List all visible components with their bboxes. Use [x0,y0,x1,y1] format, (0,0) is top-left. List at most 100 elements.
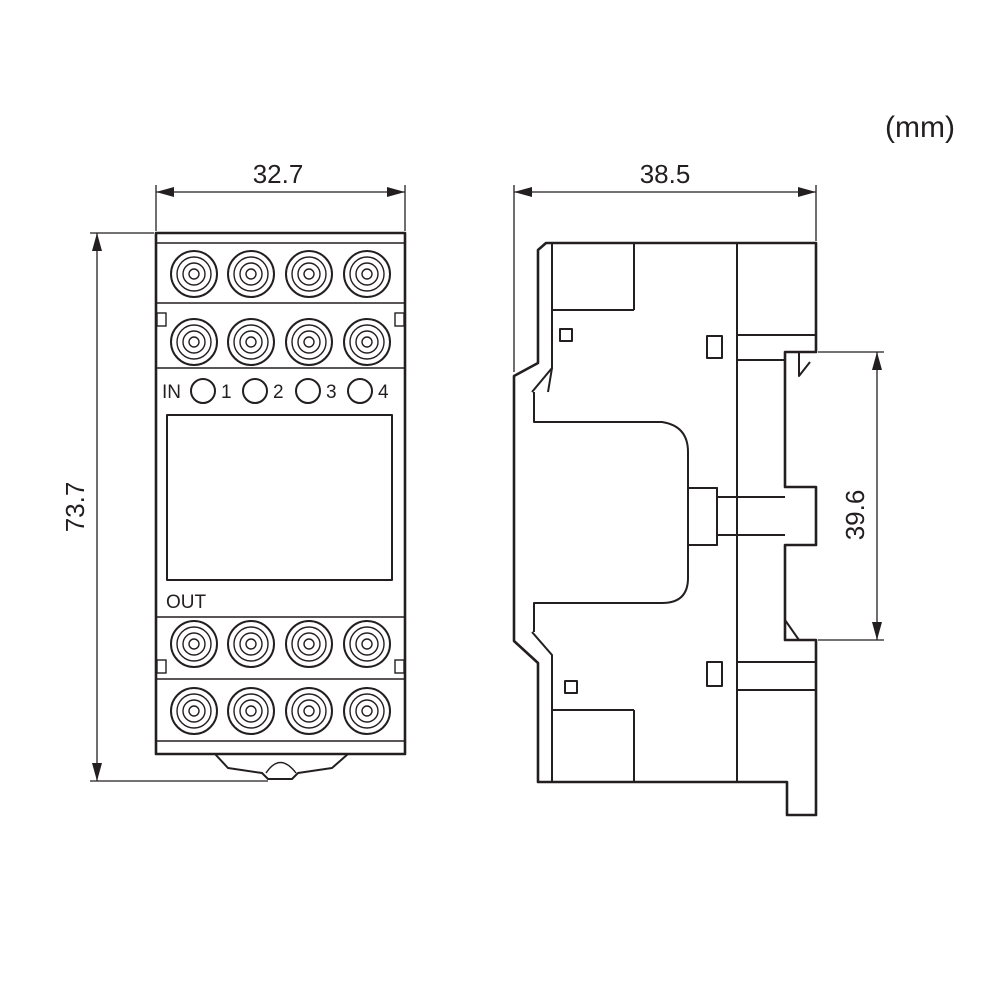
terminal-screw [285,318,333,366]
central-cavity [533,392,718,632]
terminal-screw-ring [245,336,257,348]
lower-inner-step [551,709,634,782]
terminal-screw-ring [355,632,379,656]
din-clip [214,753,349,780]
rail-arrow-bottom [872,622,882,640]
terminal-screw-ring [303,336,315,348]
channel-label-2: 2 [273,382,284,403]
terminal-screw [170,318,218,366]
terminal-screw-ring [176,693,212,729]
led-4 [347,378,373,404]
terminal-screw-ring [355,262,379,286]
front-width-value: 32.7 [253,159,304,189]
terminal-screw-ring [303,268,315,280]
terminal-screw-ring [233,626,269,662]
terminal-screw-ring [170,620,218,668]
terminal-screw-ring [291,693,327,729]
terminal-screw [343,620,391,668]
side-square-4 [706,661,723,687]
terminal-screw-ring [297,330,321,354]
terminal-screw-ring [245,705,257,717]
display-window [166,414,393,581]
side-square-3 [564,680,578,694]
terminal-screw-ring [303,705,315,717]
terminal-screw-ring [182,262,206,286]
terminal-screw-ring [176,256,212,292]
channel-label-4: 4 [378,382,389,403]
terminal-screw-ring [349,626,385,662]
terminal-screw-ring [343,620,391,668]
terminal-screw-ring [285,687,333,735]
terminal-screw-ring [361,638,373,650]
terminal-screw-ring [176,626,212,662]
terminal-screw-ring [291,324,327,360]
front-body-outline [154,231,407,756]
notch-right-top [394,312,405,327]
led-2 [242,378,268,404]
terminal-screw [343,318,391,366]
terminal-screw-ring [170,318,218,366]
terminal-screw-ring [227,620,275,668]
channel-label-1: 1 [221,382,232,403]
terminal-screw-ring [188,705,200,717]
rail-width-value: 39.6 [840,490,870,541]
terminal-screw [170,620,218,668]
terminal-screw-ring [349,256,385,292]
terminal-screw-ring [285,250,333,298]
terminal-screw [227,620,275,668]
terminal-screw-ring [182,330,206,354]
terminal-screw-ring [343,318,391,366]
side-depth-value: 38.5 [640,159,691,189]
terminal-screw-ring [361,705,373,717]
terminal-screw-ring [188,336,200,348]
terminal-screw [285,620,333,668]
terminal-screw-ring [227,318,275,366]
terminal-screw [343,250,391,298]
terminal-screw-ring [239,262,263,286]
front-height-arrow-top [92,233,102,251]
led-1 [190,378,216,404]
side-square-1 [559,328,573,342]
terminal-screws [170,250,391,735]
front-width-arrow-right [387,187,405,197]
side-depth-arrow-right [798,187,816,197]
led-3 [295,378,321,404]
terminal-screw-ring [361,268,373,280]
terminal-screw [227,318,275,366]
terminal-screw-ring [297,632,321,656]
terminal-screw-ring [355,330,379,354]
terminal-screw-ring [239,632,263,656]
terminal-screw-ring [227,250,275,298]
front-view: IN 1 2 3 4 OUT 32.7 73.7 [60,159,407,782]
terminal-screw-ring [303,638,315,650]
terminal-screw-ring [349,324,385,360]
terminal-screw-ring [182,632,206,656]
terminal-screw-ring [285,318,333,366]
notch-left-top [156,312,167,327]
front-height-arrow-bottom [92,763,102,781]
rail-arrow-top [872,352,882,370]
terminal-screw [170,250,218,298]
rail-hook-bottom [784,619,800,641]
notch-right-bottom [394,659,405,674]
terminal-screw-ring [188,638,200,650]
unit-label: (mm) [885,111,955,144]
terminal-screw [227,687,275,735]
terminal-screw [227,250,275,298]
terminal-screw-ring [285,620,333,668]
rail-hook-top [785,351,811,377]
terminal-screw-ring [245,268,257,280]
terminal-screw-ring [182,699,206,723]
terminal-screw-ring [297,262,321,286]
terminal-screw-ring [239,330,263,354]
terminal-screw-ring [176,324,212,360]
side-body-outline [512,241,818,817]
out-label: OUT [166,592,207,613]
upper-inner-chamfer [531,310,553,393]
lower-inner-chamfer [531,631,553,710]
side-depth-arrow-left [514,187,532,197]
channel-label-3: 3 [326,382,337,403]
in-label: IN [162,382,181,403]
notch-left-bottom [156,659,167,674]
din-clip-tab [265,761,297,774]
